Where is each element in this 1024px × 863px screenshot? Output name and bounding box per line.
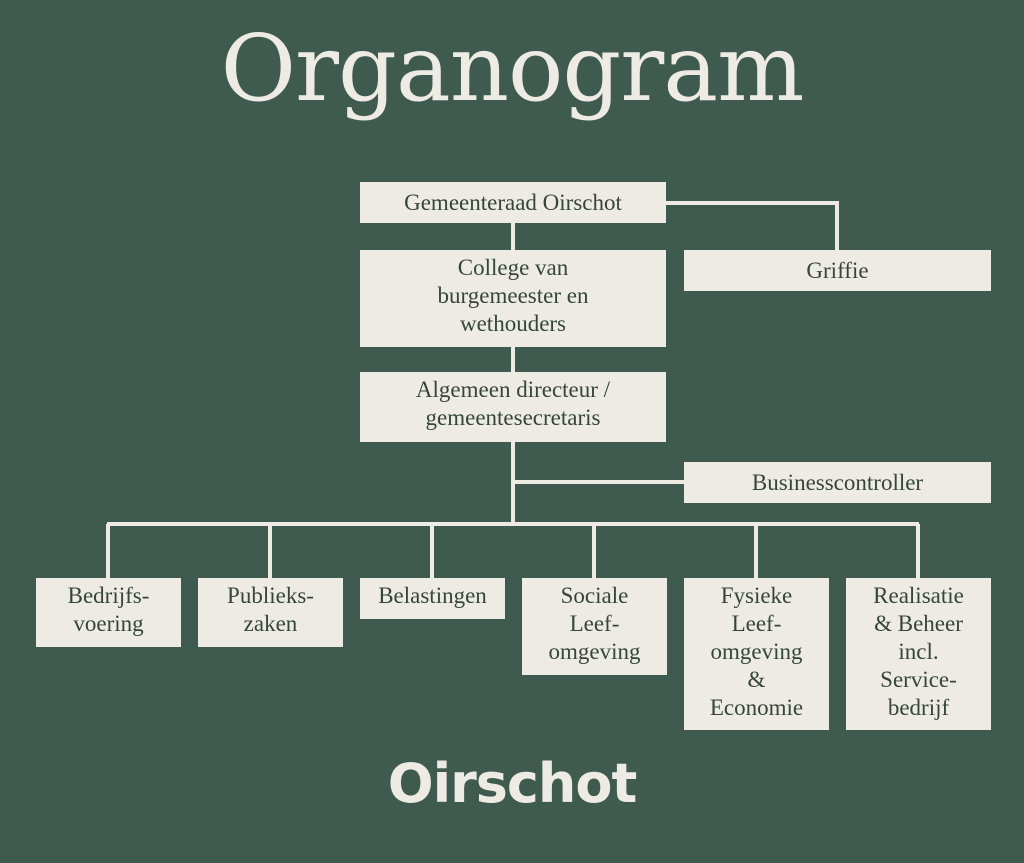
- connector-raad-griffie: [666, 201, 839, 250]
- box-college: College van burgemeester en wethouders: [360, 250, 666, 347]
- oirschot-logo: Oirschot: [387, 752, 638, 815]
- box-department-sociale-leefomgeving: Sociale Leef- omgeving: [522, 578, 667, 675]
- box-griffie: Griffie: [684, 250, 991, 291]
- box-businesscontroller: Businesscontroller: [684, 462, 991, 503]
- box-department-fysieke-leefomgeving: Fysieke Leef- omgeving & Economie: [684, 578, 829, 730]
- page-title: Organogram: [220, 15, 805, 122]
- box-department-belastingen: Belastingen: [360, 578, 505, 619]
- box-gemeenteraad: Gemeenteraad Oirschot: [360, 182, 666, 223]
- box-directeur: Algemeen directeur / gemeentesecretaris: [360, 372, 666, 442]
- box-department-realisatie-beheer: Realisatie & Beheer incl. Service- bedri…: [846, 578, 991, 730]
- box-department-publiekszaken: Publieks- zaken: [198, 578, 343, 647]
- box-department-bedrijfsvoering: Bedrijfs- voering: [36, 578, 181, 647]
